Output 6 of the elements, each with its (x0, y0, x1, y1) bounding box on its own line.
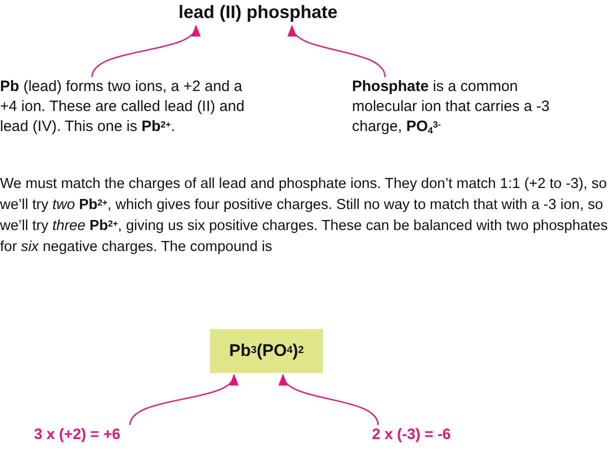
arrow (290, 24, 386, 78)
charge-calculation: 2 x (-3) = -6 (372, 425, 502, 445)
note-text: Pb (lead) forms two ions, a +2 and a +4 ion. These are called lead (II) and lead (IV). This one is Pb$^{2+}$. (0, 77, 255, 137)
explanation-paragraph: We must match the charges of all lead and phosphate ions. They don’t match 1:1 (+2 to -3), so we’ll try two Pb$^{2+}$, which gives four positive charges. Still no way to match that with a -3 ion, so we’ll try three Pb$^{2+}$, giving us six positive charges. These can be balanced with two phosphates for six negative charges. The compound is (0, 175, 609, 257)
title-text: lead (II) phosphate (168, 0, 348, 24)
charge-calculation: 3 x (+2) = +6 (34, 425, 164, 445)
